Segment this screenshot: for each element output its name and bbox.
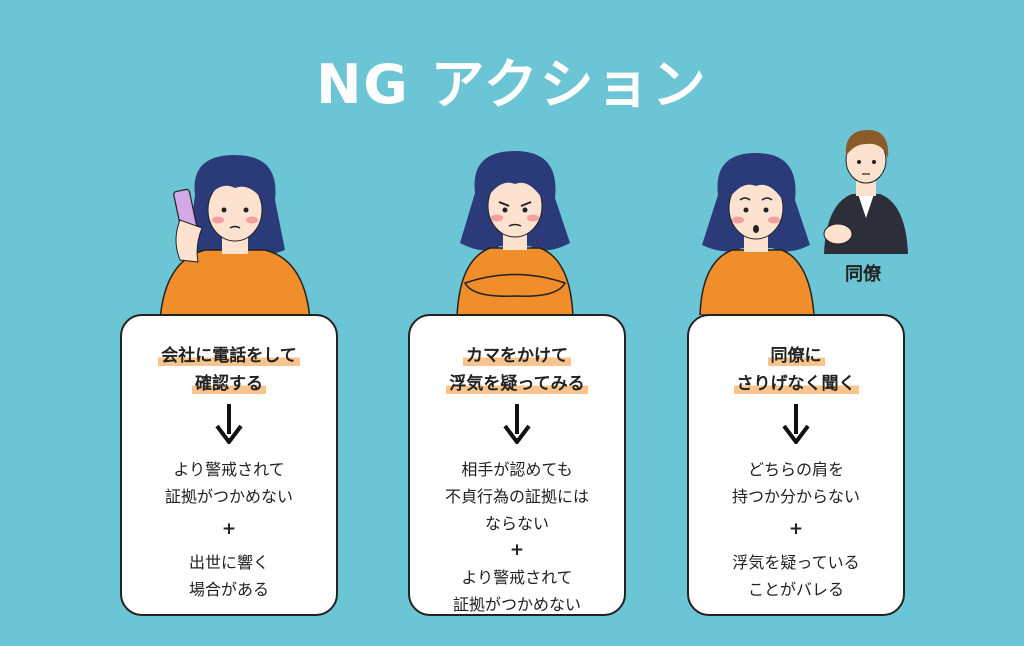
card-consequence-line: より警戒されて [461,568,573,587]
woman-arms-crossed-illustration [456,151,574,318]
ng-action-card-bluff: カマをかけて 浮気を疑ってみる 相手が認めても 不貞行為の証拠には ならない +… [408,314,626,616]
card-consequence-line: どちらの肩を [747,460,844,479]
card-heading-line: 浮気を疑ってみる [446,374,588,394]
ng-action-card-ask-colleague: 同僚に さりげなく聞く どちらの肩を 持つか分からない + 浮気を疑っている こ… [687,314,905,616]
card-heading: 会社に電話をして 確認する [122,342,336,398]
card-heading-line: 会社に電話をして [158,346,300,366]
woman-on-phone-illustration [159,155,311,320]
plus-sign: + [788,519,804,539]
woman-worried-illustration [699,153,815,315]
card-consequence-line: 証拠がつかめない [452,595,581,614]
card-consequence-line: 証拠がつかめない [164,487,293,506]
plus-sign: + [509,540,525,560]
card-consequence: より警戒されて 証拠がつかめない + 出世に響く 場合がある [122,456,336,603]
card-heading: 同僚に さりげなく聞く [689,342,903,398]
card-heading-line: 同僚に [767,346,825,366]
card-consequence: 相手が認めても 不貞行為の証拠には ならない + より警戒されて 証拠がつかめな… [410,456,624,618]
card-heading-line: カマをかけて [463,346,571,366]
page-title: NG アクション [316,53,708,116]
card-consequence-line: ことがバレる [747,580,844,599]
card-consequence-line: より警戒されて [173,460,285,479]
plus-sign: + [221,519,237,539]
card-consequence-line: 浮気を疑っている [732,553,860,572]
card-consequence-line: 出世に響く [188,553,269,572]
card-consequence-line: 場合がある [188,580,269,599]
card-heading: カマをかけて 浮気を疑ってみる [410,342,624,398]
card-consequence-line: 持つか分からない [731,487,860,506]
card-consequence-line: 不貞行為の証拠には [444,487,589,506]
ng-action-card-phone-call: 会社に電話をして 確認する より警戒されて 証拠がつかめない + 出世に響く 場… [120,314,338,616]
down-arrow-icon [503,404,531,444]
card-consequence: どちらの肩を 持つか分からない + 浮気を疑っている ことがバレる [689,456,903,603]
colleague-man-illustration [823,130,908,254]
card-consequence-line: ならない [484,514,549,533]
card-heading-line: 確認する [192,374,266,394]
down-arrow-icon [215,404,243,444]
down-arrow-icon [782,404,810,444]
card-heading-line: さりげなく聞く [733,374,859,394]
card-consequence-line: 相手が認めても [461,460,573,479]
colleague-label: 同僚 [845,264,881,285]
